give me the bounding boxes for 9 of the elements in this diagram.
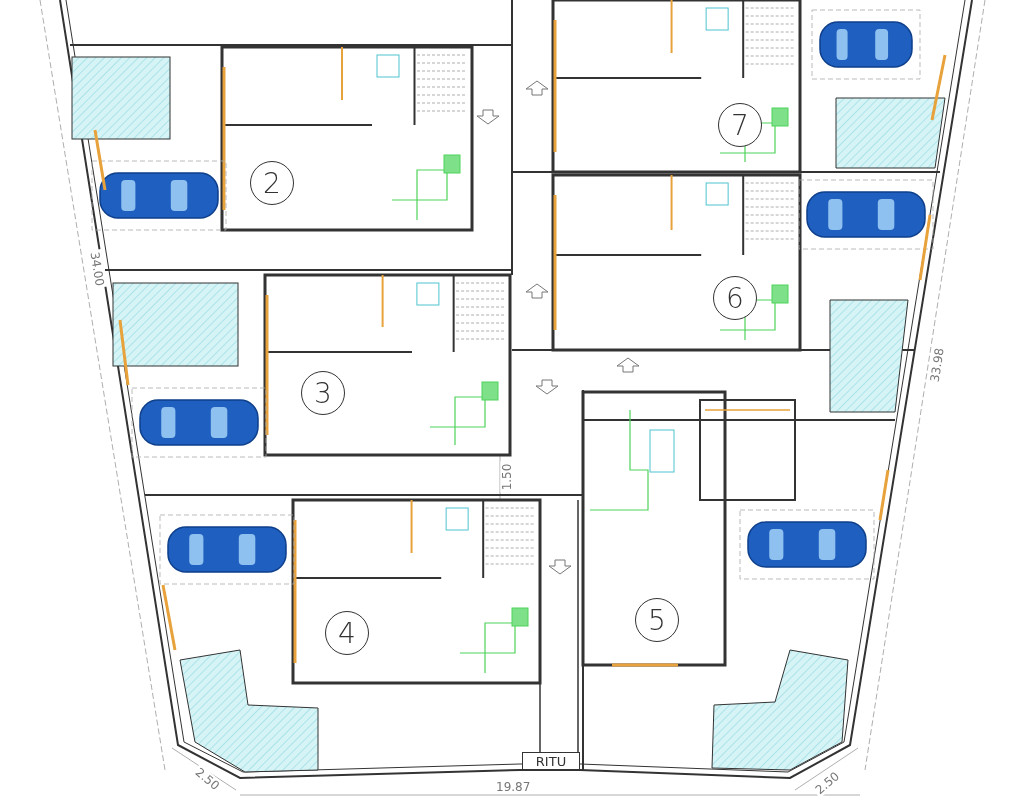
unit-number: 4 — [325, 611, 369, 655]
room-label: RITU — [522, 752, 580, 770]
dimension-label: 19.87 — [494, 780, 533, 794]
dimension-label: 34.00 — [87, 248, 108, 290]
unit-number: 2 — [250, 161, 294, 205]
unit-number: 3 — [301, 371, 345, 415]
unit-number: 5 — [635, 598, 679, 642]
unit-number: 7 — [718, 103, 762, 147]
unit-number: 6 — [713, 276, 757, 320]
